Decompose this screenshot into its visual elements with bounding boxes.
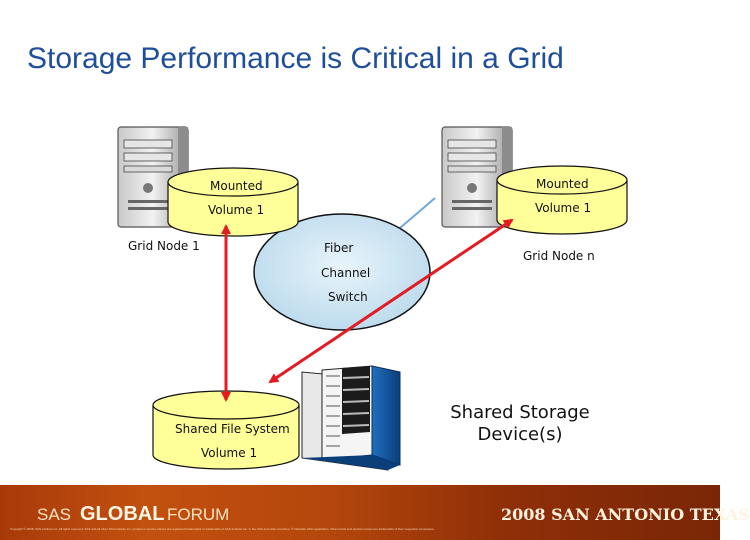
switch-label-line1: Fiber bbox=[324, 241, 354, 255]
switch-label-line3: Switch bbox=[328, 290, 368, 304]
shared-volume-line2: Volume 1 bbox=[201, 446, 258, 460]
footer-banner: SAS GLOBAL FORUM 2008 SAN ANTONIO TEXAS … bbox=[0, 485, 750, 540]
mounted-volume-right bbox=[496, 165, 628, 235]
right-volume-line1: Mounted bbox=[536, 177, 589, 191]
shared-file-system-volume bbox=[152, 390, 300, 470]
shared-volume-line1: Shared File System bbox=[175, 422, 290, 436]
shared-storage-label: Shared Storage Device(s) bbox=[450, 402, 590, 445]
left-volume-line1: Mounted bbox=[210, 179, 263, 193]
grid-diagram bbox=[117, 126, 628, 471]
switch-label-line2: Channel bbox=[321, 266, 371, 280]
logo-global-text: GLOBAL bbox=[80, 503, 165, 525]
logo-forum-text: FORUM bbox=[167, 505, 230, 524]
right-node-label: Grid Node n bbox=[523, 249, 595, 263]
io-arrow-diagonal bbox=[268, 218, 514, 384]
left-node-label: Grid Node 1 bbox=[128, 239, 200, 253]
slide-title: Storage Performance is Critical in a Gri… bbox=[27, 42, 564, 75]
connector-right bbox=[399, 197, 436, 229]
copyright-notice: Copyright © 2008, SAS Institute Inc. All… bbox=[10, 527, 435, 531]
storage-array-icon bbox=[301, 365, 401, 471]
right-volume-line2: Volume 1 bbox=[535, 201, 592, 215]
event-name: 2008 SAN ANTONIO TEXAS bbox=[501, 505, 750, 524]
mounted-volume-left bbox=[167, 167, 299, 237]
left-volume-line2: Volume 1 bbox=[208, 203, 265, 217]
logo-sas-text: SAS bbox=[37, 505, 72, 524]
